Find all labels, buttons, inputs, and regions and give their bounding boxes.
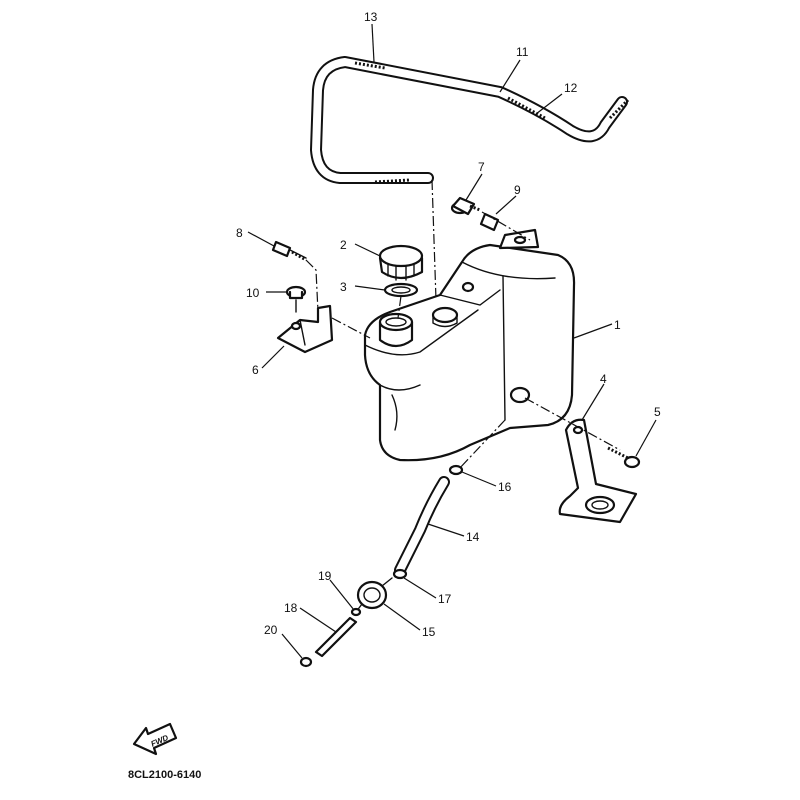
tank-cap[interactable] <box>378 244 424 281</box>
leader-20 <box>281 633 303 659</box>
leader-14 <box>427 523 465 537</box>
callout-14: 14 <box>466 530 480 544</box>
leader-12 <box>535 93 563 115</box>
callout-5: 5 <box>654 405 661 419</box>
callout-19: 19 <box>318 569 332 583</box>
leader-2 <box>354 243 381 257</box>
callout-10: 10 <box>246 286 260 300</box>
bolt-8[interactable] <box>271 240 307 262</box>
leader-18 <box>299 607 337 633</box>
outlet-hose-14[interactable] <box>394 476 450 576</box>
bolt8-axis <box>305 259 319 313</box>
leader-13 <box>371 23 375 63</box>
callout-2: 2 <box>340 238 347 252</box>
callout-17: 17 <box>438 592 452 606</box>
cap-axis-line <box>397 295 402 319</box>
diagram-code: 8CL2100-6140 <box>128 769 201 781</box>
leader-5 <box>635 419 657 457</box>
leader-3 <box>354 285 386 291</box>
callout-20: 20 <box>264 623 278 637</box>
callout-9: 9 <box>514 183 521 197</box>
bolt-10[interactable] <box>285 285 307 313</box>
oil-tank[interactable] <box>363 228 576 462</box>
bracket4-axis <box>524 397 621 451</box>
bracket-6[interactable] <box>276 304 334 354</box>
outlet-axis <box>457 419 506 471</box>
callout-8: 8 <box>236 226 243 240</box>
bracket-to-tank-line <box>331 317 371 339</box>
breather-hose[interactable] <box>310 56 630 184</box>
callout-1: 1 <box>614 318 621 332</box>
leader-15 <box>383 603 421 631</box>
leader-1 <box>573 323 613 339</box>
cap-gasket[interactable] <box>383 282 419 298</box>
callout-4: 4 <box>600 372 607 386</box>
clip-16[interactable] <box>448 464 464 476</box>
bracket-4[interactable] <box>558 418 638 524</box>
leader-6 <box>261 345 285 369</box>
clip-17[interactable] <box>392 568 408 580</box>
fuel-filter-15[interactable] <box>355 577 393 613</box>
fwd-arrow-icon: FWD <box>132 722 178 756</box>
leader-17 <box>403 577 437 599</box>
hose-to-tank-line <box>431 179 437 301</box>
callout-3: 3 <box>340 280 347 294</box>
callout-11: 11 <box>516 45 529 59</box>
bolt7-axis <box>481 211 531 241</box>
callout-7: 7 <box>478 160 485 174</box>
callout-12: 12 <box>564 81 578 95</box>
leader-11 <box>499 59 521 93</box>
callout-13: 13 <box>364 10 378 24</box>
bolt-7[interactable] <box>450 196 481 216</box>
leader-9 <box>495 195 517 215</box>
callout-15: 15 <box>422 625 436 639</box>
clip-20[interactable] <box>299 656 313 668</box>
leader-8 <box>247 231 275 247</box>
callout-16: 16 <box>498 480 512 494</box>
collar-9[interactable] <box>479 212 500 232</box>
leader-4 <box>581 383 605 421</box>
leader-16 <box>461 471 497 487</box>
leader-19 <box>329 579 355 611</box>
callout-6: 6 <box>252 363 259 377</box>
bolt-5[interactable] <box>607 446 641 469</box>
clip-19[interactable] <box>350 607 362 617</box>
callout-18: 18 <box>284 601 298 615</box>
leader-7 <box>465 173 483 201</box>
pipe-18[interactable] <box>314 616 358 658</box>
